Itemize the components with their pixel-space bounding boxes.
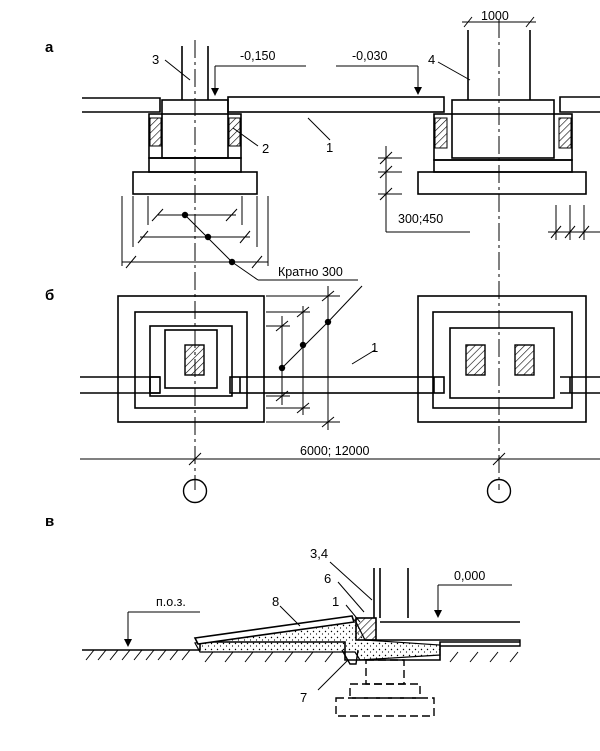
blind-area — [193, 615, 356, 645]
callout-2: 2 — [262, 141, 269, 156]
callout-7: 7 — [300, 690, 307, 705]
dot-plan-1 — [278, 364, 286, 372]
section-a: а — [45, 9, 600, 490]
right-footing-plan — [417, 295, 587, 423]
callout-1: 1 — [326, 140, 333, 155]
callout-3: 3 — [152, 52, 159, 67]
floor-level-marker — [434, 584, 512, 618]
ground-level-marker — [124, 611, 200, 647]
section-label-b: б — [45, 287, 54, 304]
left-footing-plan — [117, 295, 265, 423]
elevation-marker-left — [211, 65, 306, 96]
elevation-left-text: -0,150 — [240, 49, 275, 63]
beam-plan — [80, 376, 600, 394]
callout-1-section: 1 — [332, 594, 339, 609]
section-b: б — [45, 285, 600, 504]
right-column-plan-b — [514, 344, 535, 376]
callout-leaders-v — [279, 561, 373, 691]
callout-6: 6 — [324, 571, 331, 586]
dot-1 — [181, 211, 189, 219]
section-label-a: а — [45, 39, 54, 56]
right-column — [467, 30, 531, 100]
dim-step-text: 300;450 — [398, 212, 443, 226]
dim-step — [378, 146, 470, 233]
footing-dashed — [335, 659, 435, 717]
floor-slab — [365, 639, 521, 647]
right-insulation-right — [558, 117, 572, 149]
soil-hatch — [85, 649, 519, 663]
callout-1-plan: 1 — [371, 340, 378, 355]
ground-level-text: п.о.з. — [156, 595, 186, 609]
right-insulation — [434, 117, 448, 149]
dim-span — [80, 452, 600, 466]
wall-section — [373, 568, 409, 618]
dim-multiple-text: Кратно 300 — [278, 265, 343, 279]
dim-1000-text: 1000 — [481, 9, 509, 23]
left-insulation-right — [228, 117, 241, 147]
floor-level-text: 0,000 — [454, 569, 485, 583]
callout-8: 8 — [272, 594, 279, 609]
dim-1000 — [462, 16, 536, 28]
left-insulation — [149, 117, 162, 147]
callout-34: 3,4 — [310, 546, 328, 561]
dim-right-small — [548, 205, 600, 240]
axis-bubble-left — [182, 478, 208, 504]
elevation-right-text: -0,030 — [352, 49, 387, 63]
dot-plan-3 — [324, 318, 332, 326]
left-column-plan — [184, 344, 205, 376]
callout-leader-1-plan — [351, 349, 376, 365]
callout-leaders-a — [164, 59, 471, 147]
dot-plan-2 — [299, 341, 307, 349]
right-footing — [417, 99, 587, 195]
section-label-v: в — [45, 513, 54, 530]
dim-span-text: 6000; 12000 — [300, 444, 370, 458]
elevation-marker-right — [336, 65, 422, 95]
dot-3 — [228, 258, 236, 266]
axis-bubble-right — [486, 478, 512, 504]
dim-multiple-plan — [266, 285, 363, 430]
callout-4: 4 — [428, 52, 435, 67]
dot-2 — [204, 233, 212, 241]
drainage — [341, 649, 359, 665]
foundation-beam — [82, 96, 600, 113]
section-v: в — [45, 513, 521, 717]
beam-section — [355, 617, 377, 641]
right-column-plan-a — [465, 344, 486, 376]
